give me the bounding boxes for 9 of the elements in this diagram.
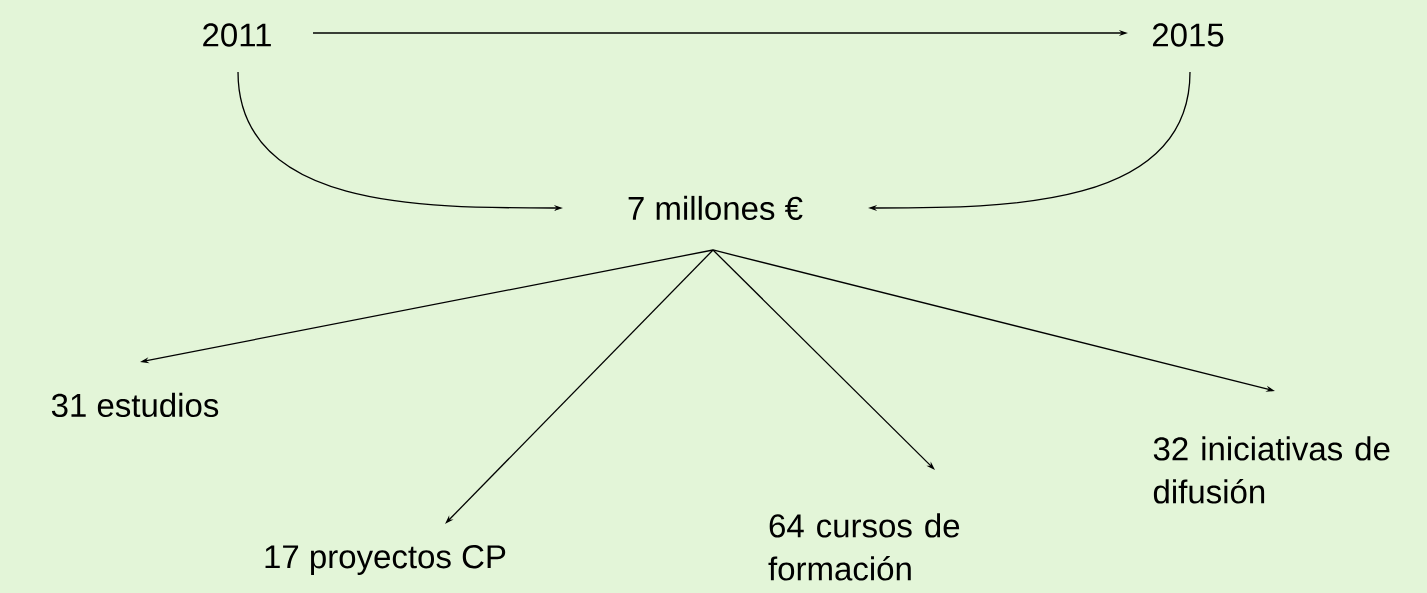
text-label: 17 proyectos CP	[265, 545, 506, 575]
arrow	[712, 249, 935, 470]
text-label: 2015	[1152, 23, 1224, 47]
text-label: 7 millones €	[628, 195, 803, 221]
text-label: 31 estudios	[51, 392, 219, 418]
text-label: 64 cursos de formación	[768, 513, 960, 581]
arrow	[445, 249, 714, 524]
text-label: 32 iniciativas de difusión	[1153, 436, 1390, 504]
text-label: 2011	[203, 23, 271, 47]
